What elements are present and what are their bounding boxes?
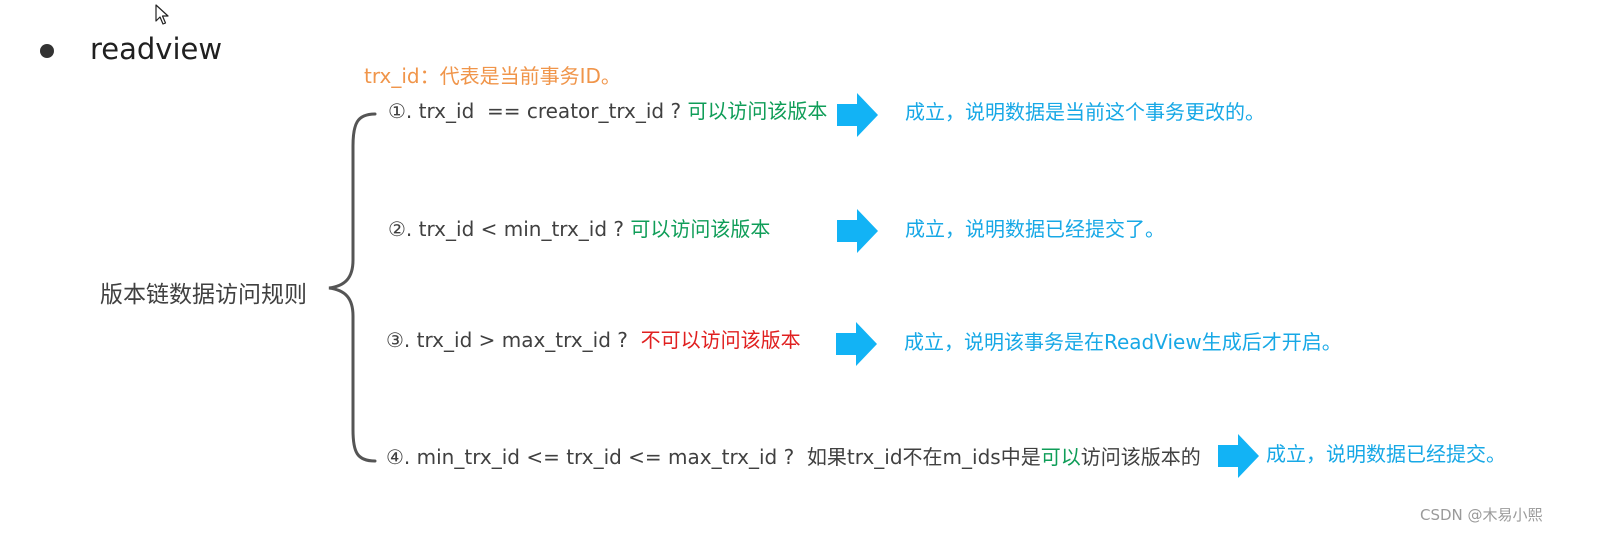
right-arrow-icon	[837, 93, 878, 137]
curly-brace	[328, 112, 377, 463]
rule-3-condition: ③. trx_id > max_trx_id ?	[386, 328, 641, 352]
rule-2: ②. trx_id < min_trx_id ? 可以访问该版本	[388, 217, 770, 241]
right-arrow-icon	[837, 209, 878, 253]
rule-4-tail: 访问该版本的	[1080, 445, 1201, 469]
rule-4: ④. min_trx_id <= trx_id <= max_trx_id ? …	[386, 445, 1201, 469]
rule-2-verdict: 可以访问该版本	[630, 217, 771, 241]
rule-1-condition: ①. trx_id == creator_trx_id ?	[388, 99, 688, 123]
trx-id-note: trx_id：代表是当前事务ID。	[364, 64, 621, 88]
root-label: 版本链数据访问规则	[100, 282, 307, 308]
rule-4-result: 成立，说明数据已经提交。	[1266, 442, 1506, 466]
bullet-dot	[40, 44, 54, 58]
rule-2-condition: ②. trx_id < min_trx_id ?	[388, 217, 631, 241]
rule-3-result: 成立，说明该事务是在ReadView生成后才开启。	[904, 330, 1342, 354]
rule-4-condition: ④. min_trx_id <= trx_id <= max_trx_id ? …	[386, 445, 1041, 469]
rule-3-verdict: 不可以访问该版本	[640, 328, 801, 352]
mouse-pointer-icon	[155, 4, 169, 25]
rule-1-verdict: 可以访问该版本	[687, 99, 828, 123]
watermark: CSDN @木易小熙	[1420, 506, 1543, 524]
rule-2-result: 成立，说明数据已经提交了。	[905, 217, 1165, 241]
rule-1-result: 成立，说明数据是当前这个事务更改的。	[905, 100, 1265, 124]
rule-3: ③. trx_id > max_trx_id ? 不可以访问该版本	[386, 328, 801, 352]
rule-4-verdict: 可以	[1040, 445, 1081, 469]
right-arrow-icon	[1218, 434, 1259, 478]
bullet-heading: readview	[90, 32, 223, 66]
rule-1: ①. trx_id == creator_trx_id ? 可以访问该版本	[388, 99, 827, 123]
right-arrow-icon	[836, 322, 877, 366]
